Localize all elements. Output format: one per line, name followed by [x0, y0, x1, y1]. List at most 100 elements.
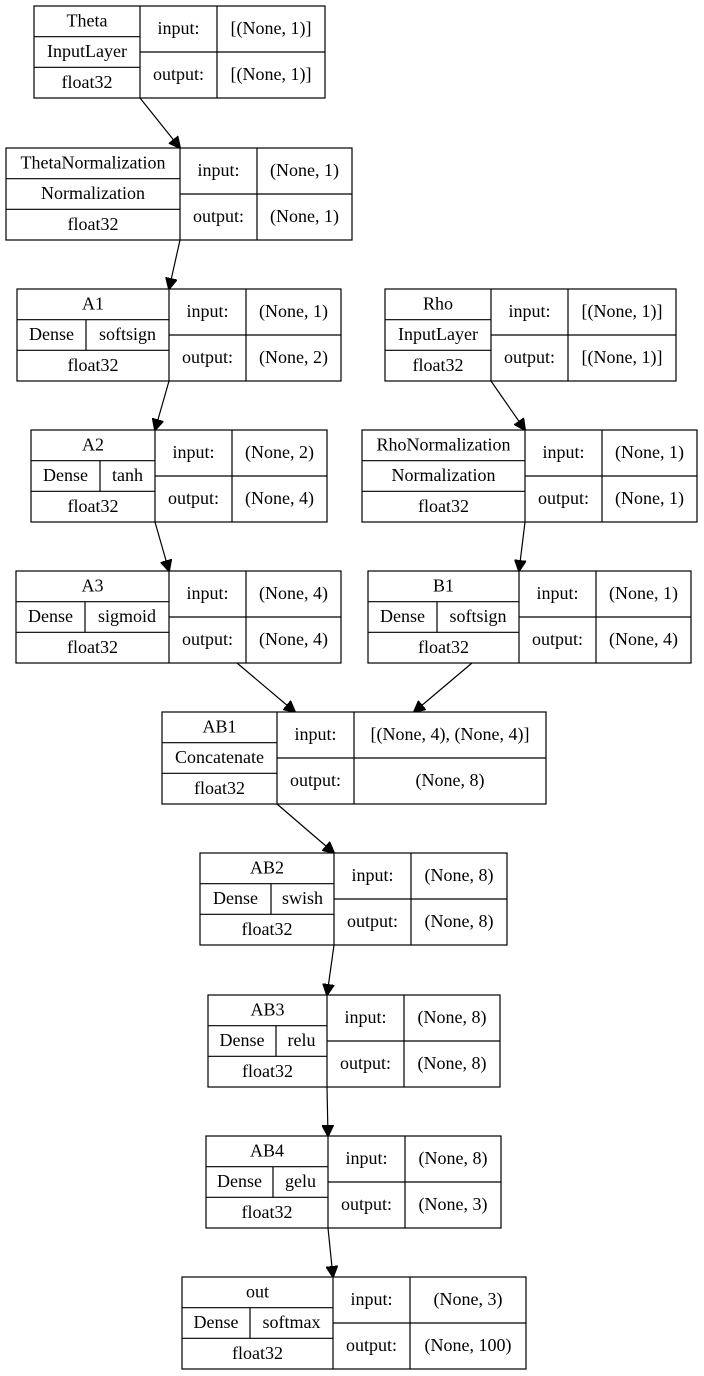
input-label: input:: [186, 301, 228, 321]
layer-activation: softmax: [263, 1312, 321, 1332]
layer-dtype: float32: [418, 496, 469, 516]
layer-dtype: float32: [67, 637, 118, 657]
layer-dtype: float32: [62, 72, 113, 92]
layer-name: AB4: [250, 1140, 284, 1160]
edge-theta-to-theta_norm: [139, 97, 180, 148]
input-shape: [(None, 4), (None, 4)]: [371, 724, 530, 745]
layer-name: A1: [82, 293, 104, 313]
layer-activation: gelu: [285, 1171, 316, 1191]
layer-name: out: [246, 1281, 269, 1301]
input-label: input:: [345, 1148, 387, 1168]
input-shape: (None, 4): [259, 583, 328, 604]
layer-type: InputLayer: [47, 41, 127, 61]
output-label: output:: [182, 629, 233, 649]
input-label: input:: [172, 442, 214, 462]
nodes-layer: ThetaInputLayerfloat32input:output:[(Non…: [5, 5, 698, 1370]
output-shape: (None, 8): [416, 770, 485, 791]
input-label: input:: [344, 1007, 386, 1027]
layer-type: Dense: [43, 465, 88, 485]
output-shape: (None, 8): [418, 1053, 487, 1074]
input-label: input:: [350, 1289, 392, 1309]
output-shape: (None, 100): [425, 1335, 512, 1356]
layer-name: AB3: [250, 999, 284, 1019]
layer-name: Rho: [423, 293, 453, 313]
layer-name: A2: [82, 434, 104, 454]
layer-type: Dense: [194, 1312, 239, 1332]
output-shape: (None, 8): [425, 911, 494, 932]
input-shape: (None, 3): [434, 1289, 503, 1310]
input-label: input:: [294, 724, 336, 744]
output-label: output:: [341, 1194, 392, 1214]
output-shape: (None, 1): [615, 488, 684, 509]
layer-type: Dense: [213, 888, 258, 908]
layer-name: B1: [433, 575, 454, 595]
layer-node-theta: ThetaInputLayerfloat32input:output:[(Non…: [33, 5, 326, 99]
layer-type: Normalization: [392, 465, 496, 485]
layer-activation: tanh: [112, 465, 143, 485]
layer-type: Dense: [29, 324, 74, 344]
edge-rho-to-rho_norm: [490, 380, 525, 430]
edge-a3-to-ab1: [236, 662, 295, 712]
layer-type: Normalization: [41, 183, 145, 203]
input-label: input:: [351, 865, 393, 885]
output-shape: (None, 4): [245, 488, 314, 509]
input-shape: (None, 8): [419, 1148, 488, 1169]
input-label: input:: [197, 160, 239, 180]
input-shape: (None, 2): [245, 442, 314, 463]
output-label: output:: [532, 629, 583, 649]
layer-name: ThetaNormalization: [21, 152, 166, 172]
edge-b1-to-ab1: [414, 662, 473, 712]
edge-a2-to-a3: [154, 521, 169, 571]
output-shape: (None, 3): [419, 1194, 488, 1215]
layer-node-rho: RhoInputLayerfloat32input:output:[(None,…: [384, 288, 677, 382]
output-label: output:: [182, 347, 233, 367]
layer-name: AB2: [250, 857, 284, 877]
input-label: input:: [536, 583, 578, 603]
input-shape: (None, 8): [418, 1007, 487, 1028]
output-label: output:: [193, 206, 244, 226]
layer-type: InputLayer: [398, 324, 478, 344]
layer-node-rho_norm: RhoNormalizationNormalizationfloat32inpu…: [361, 429, 698, 523]
edge-theta_norm-to-a1: [169, 239, 181, 289]
layer-type: Dense: [217, 1171, 262, 1191]
layer-dtype: float32: [418, 637, 469, 657]
output-shape: (None, 2): [259, 347, 328, 368]
output-shape: [(None, 1)]: [231, 64, 312, 85]
edge-a1-to-a2: [155, 380, 170, 430]
output-label: output:: [504, 347, 555, 367]
input-shape: (None, 1): [615, 442, 684, 463]
layer-dtype: float32: [242, 1061, 293, 1081]
output-label: output:: [346, 1335, 397, 1355]
layer-node-ab1: AB1Concatenatefloat32input:output:[(None…: [161, 711, 547, 805]
layer-dtype: float32: [68, 496, 119, 516]
edge-ab2-to-ab3: [327, 944, 335, 995]
output-label: output:: [538, 488, 589, 508]
output-shape: (None, 4): [259, 629, 328, 650]
input-label: input:: [157, 18, 199, 38]
layer-type: Dense: [28, 606, 73, 626]
layer-type: Dense: [380, 606, 425, 626]
input-shape: [(None, 1)]: [231, 18, 312, 39]
layer-name: RhoNormalization: [377, 434, 511, 454]
input-shape: (None, 1): [609, 583, 678, 604]
layer-dtype: float32: [68, 214, 119, 234]
layer-name: AB1: [202, 716, 236, 736]
output-shape: (None, 4): [609, 629, 678, 650]
input-shape: (None, 8): [425, 865, 494, 886]
edges-layer: [139, 97, 525, 1277]
input-shape: (None, 1): [270, 160, 339, 181]
output-label: output:: [347, 911, 398, 931]
input-label: input:: [508, 301, 550, 321]
layer-dtype: float32: [232, 1343, 283, 1363]
input-shape: [(None, 1)]: [582, 301, 663, 322]
